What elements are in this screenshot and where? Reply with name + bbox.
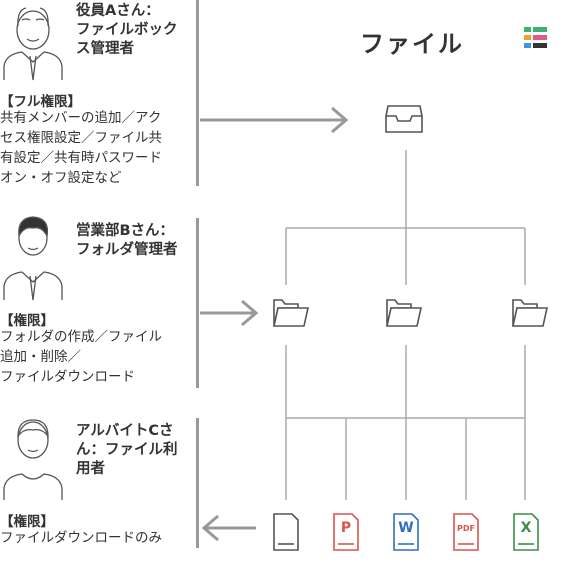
person-b-avatar — [3, 216, 63, 301]
word-label: W — [398, 520, 414, 536]
section-divider — [196, 0, 199, 186]
role-c-permission-title: 【権限】 — [0, 514, 54, 530]
role-c-title: アルバイトCさ ん：ファイル利 用者 — [76, 423, 178, 477]
arrow-to-folders — [200, 299, 259, 327]
folder-icon — [386, 299, 422, 327]
role-c-permission-desc: ファイルダウンロードのみ — [0, 530, 162, 546]
folder-icon — [273, 299, 309, 327]
folder-icon — [512, 299, 548, 327]
role-a-permission-desc: 共有メンバーの追加／アク セス権限設定／ファイル共 有設定／共有時パスワード オ… — [0, 110, 162, 186]
pdf-label: PDF — [457, 524, 475, 533]
generic-file-icon — [273, 513, 299, 551]
role-b-permission-desc: フォルダの作成／ファイル 追加・削除／ ファイルダウンロード — [0, 329, 162, 385]
ppt-file-icon — [333, 513, 359, 551]
arrow-to-filebox — [200, 106, 349, 134]
page-title: ファイル — [360, 30, 464, 58]
role-a-title: 役員Aさん： ファイルボック ス管理者 — [76, 3, 178, 57]
person-a-avatar — [3, 7, 63, 81]
excel-label: X — [520, 520, 532, 536]
filebox-icon — [385, 105, 423, 133]
excel-file-icon — [513, 513, 539, 551]
person-c-avatar — [3, 419, 63, 500]
tree-lines — [285, 150, 526, 500]
role-b-permission-title: 【権限】 — [0, 313, 54, 329]
section-divider — [196, 218, 199, 388]
word-file-icon — [393, 513, 419, 551]
role-b-title: 営業部Bさん： フォルダ管理者 — [76, 223, 178, 258]
pdf-file-icon — [453, 513, 479, 551]
app-logo-icon — [524, 27, 547, 48]
ppt-label: P — [340, 520, 352, 536]
section-divider — [196, 418, 199, 548]
arrow-from-files — [201, 514, 256, 542]
role-a-permission-title: 【フル権限】 — [0, 94, 81, 110]
